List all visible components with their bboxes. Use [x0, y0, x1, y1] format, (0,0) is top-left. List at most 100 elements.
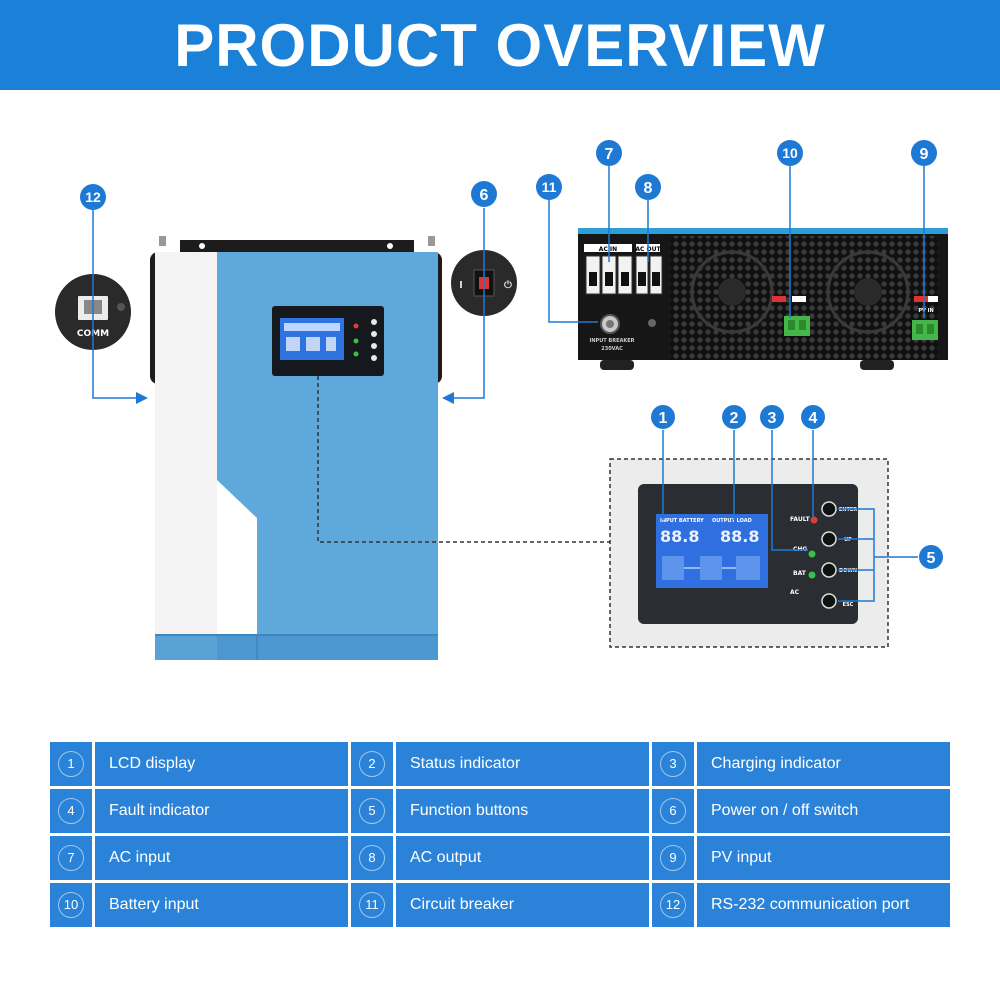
pv-in-label: PV IN [918, 308, 933, 314]
down-button [821, 562, 837, 578]
legend-label: Power on / off switch [697, 789, 950, 833]
fan-left [690, 250, 774, 334]
esc-label: ESC [843, 602, 854, 608]
legend-num-cell: 11 [351, 883, 393, 927]
legend-num-cell: 8 [351, 836, 393, 880]
input-breaker-label: INPUT BREAKER [589, 338, 634, 344]
legend-row: 1 LCD display 2 Status indicator 3 Charg… [50, 742, 950, 786]
mounting-bracket [180, 240, 414, 254]
callout-3: 3 [760, 405, 784, 429]
svg-text:4: 4 [809, 410, 818, 427]
leader-12 [92, 210, 138, 399]
pv-terminal [912, 320, 938, 340]
down-label: DOWN [839, 568, 857, 574]
legend-num-cell: 3 [652, 742, 694, 786]
product-diagram: COMM I ⏻ AC IN AC OUT [55, 140, 948, 660]
enter-button [821, 501, 837, 517]
legend-label: Circuit breaker [396, 883, 649, 927]
up-button [821, 531, 837, 547]
legend-label: Status indicator [396, 742, 649, 786]
lcd-digits-left: 88.8 [660, 527, 699, 546]
bat-label: BAT [793, 570, 807, 577]
legend-row: 10 Battery input 11 Circuit breaker 12 R… [50, 883, 950, 927]
callout-6: 6 [471, 181, 497, 207]
legend-label: AC output [396, 836, 649, 880]
ac-label: AC [790, 589, 800, 596]
legend-num-cell: 4 [50, 789, 92, 833]
legend-num-cell: 10 [50, 883, 92, 927]
enter-label: ENTER [839, 507, 857, 513]
legend-label: RS-232 communication port [697, 883, 950, 927]
legend-table: 1 LCD display 2 Status indicator 3 Charg… [47, 739, 953, 930]
callout-5: 5 [919, 545, 943, 569]
legend-row: 7 AC input 8 AC output 9 PV input [50, 836, 950, 880]
leader-3 [771, 430, 808, 551]
charging-led [808, 550, 816, 558]
ac-in-label: AC IN [599, 246, 617, 253]
zoom-link-line [317, 376, 610, 543]
callout-4: 4 [801, 405, 825, 429]
lcd-digits-right: 88.8 [720, 527, 759, 546]
legend-num-cell: 9 [652, 836, 694, 880]
legend-num: 3 [660, 751, 686, 777]
legend-label: Charging indicator [697, 742, 950, 786]
svg-text:10: 10 [782, 145, 798, 161]
legend-num: 4 [58, 798, 84, 824]
legend-num-cell: 2 [351, 742, 393, 786]
svg-text:6: 6 [480, 187, 489, 204]
legend-num-cell: 7 [50, 836, 92, 880]
svg-text:11: 11 [542, 179, 557, 195]
legend-num-cell: 12 [652, 883, 694, 927]
callout-9: 9 [911, 140, 937, 166]
svg-text:5: 5 [927, 550, 936, 567]
callout-10: 10 [777, 140, 803, 166]
legend-label: Function buttons [396, 789, 649, 833]
svg-text:⏻: ⏻ [504, 279, 512, 291]
legend-num: 5 [359, 798, 385, 824]
legend-label: AC input [95, 836, 348, 880]
legend-label: LCD display [95, 742, 348, 786]
inverter-front-view [150, 236, 442, 660]
legend-row: 4 Fault indicator 5 Function buttons 6 P… [50, 789, 950, 833]
legend-num: 10 [58, 892, 84, 918]
svg-text:2: 2 [730, 410, 739, 427]
leader-11 [548, 200, 598, 323]
lcd-input-battery-label: INPUT BATTERY [660, 518, 704, 524]
breaker-rating-label: 230VAC [601, 346, 623, 352]
callout-12: 12 [80, 184, 106, 210]
svg-text:12: 12 [85, 189, 101, 205]
lcd-output-load-label: OUTPUT LOAD [712, 518, 752, 524]
callout-11: 11 [536, 174, 562, 200]
callout-7: 7 [596, 140, 622, 166]
legend-num-cell: 6 [652, 789, 694, 833]
status-led [808, 571, 816, 579]
legend-label: Battery input [95, 883, 348, 927]
callout-1: 1 [651, 405, 675, 429]
fault-label: FAULT [790, 516, 811, 523]
callout-8: 8 [635, 174, 661, 200]
white-side-panel [155, 252, 217, 660]
leader-5 [838, 508, 918, 602]
legend-num: 2 [359, 751, 385, 777]
legend-num-cell: 5 [351, 789, 393, 833]
esc-button [821, 593, 837, 609]
legend-label: PV input [697, 836, 950, 880]
legend-num: 6 [660, 798, 686, 824]
svg-text:1: 1 [659, 410, 668, 427]
legend-num: 9 [660, 845, 686, 871]
legend-num: 1 [58, 751, 84, 777]
legend-num-cell: 1 [50, 742, 92, 786]
svg-text:9: 9 [920, 146, 929, 163]
battery-terminal [784, 316, 810, 336]
fan-right [826, 250, 910, 334]
inverter-bottom-view: AC IN AC OUT INPUT BREAKER 230VAC PV IN [578, 228, 948, 370]
svg-text:I: I [459, 280, 463, 291]
legend-num: 7 [58, 845, 84, 871]
up-label: UP [844, 537, 852, 543]
header-banner: PRODUCT OVERVIEW [0, 0, 1000, 90]
svg-text:3: 3 [768, 410, 777, 427]
svg-text:7: 7 [605, 146, 614, 163]
callout-2: 2 [722, 405, 746, 429]
leader-6 [452, 208, 485, 399]
legend-num: 12 [660, 892, 686, 918]
